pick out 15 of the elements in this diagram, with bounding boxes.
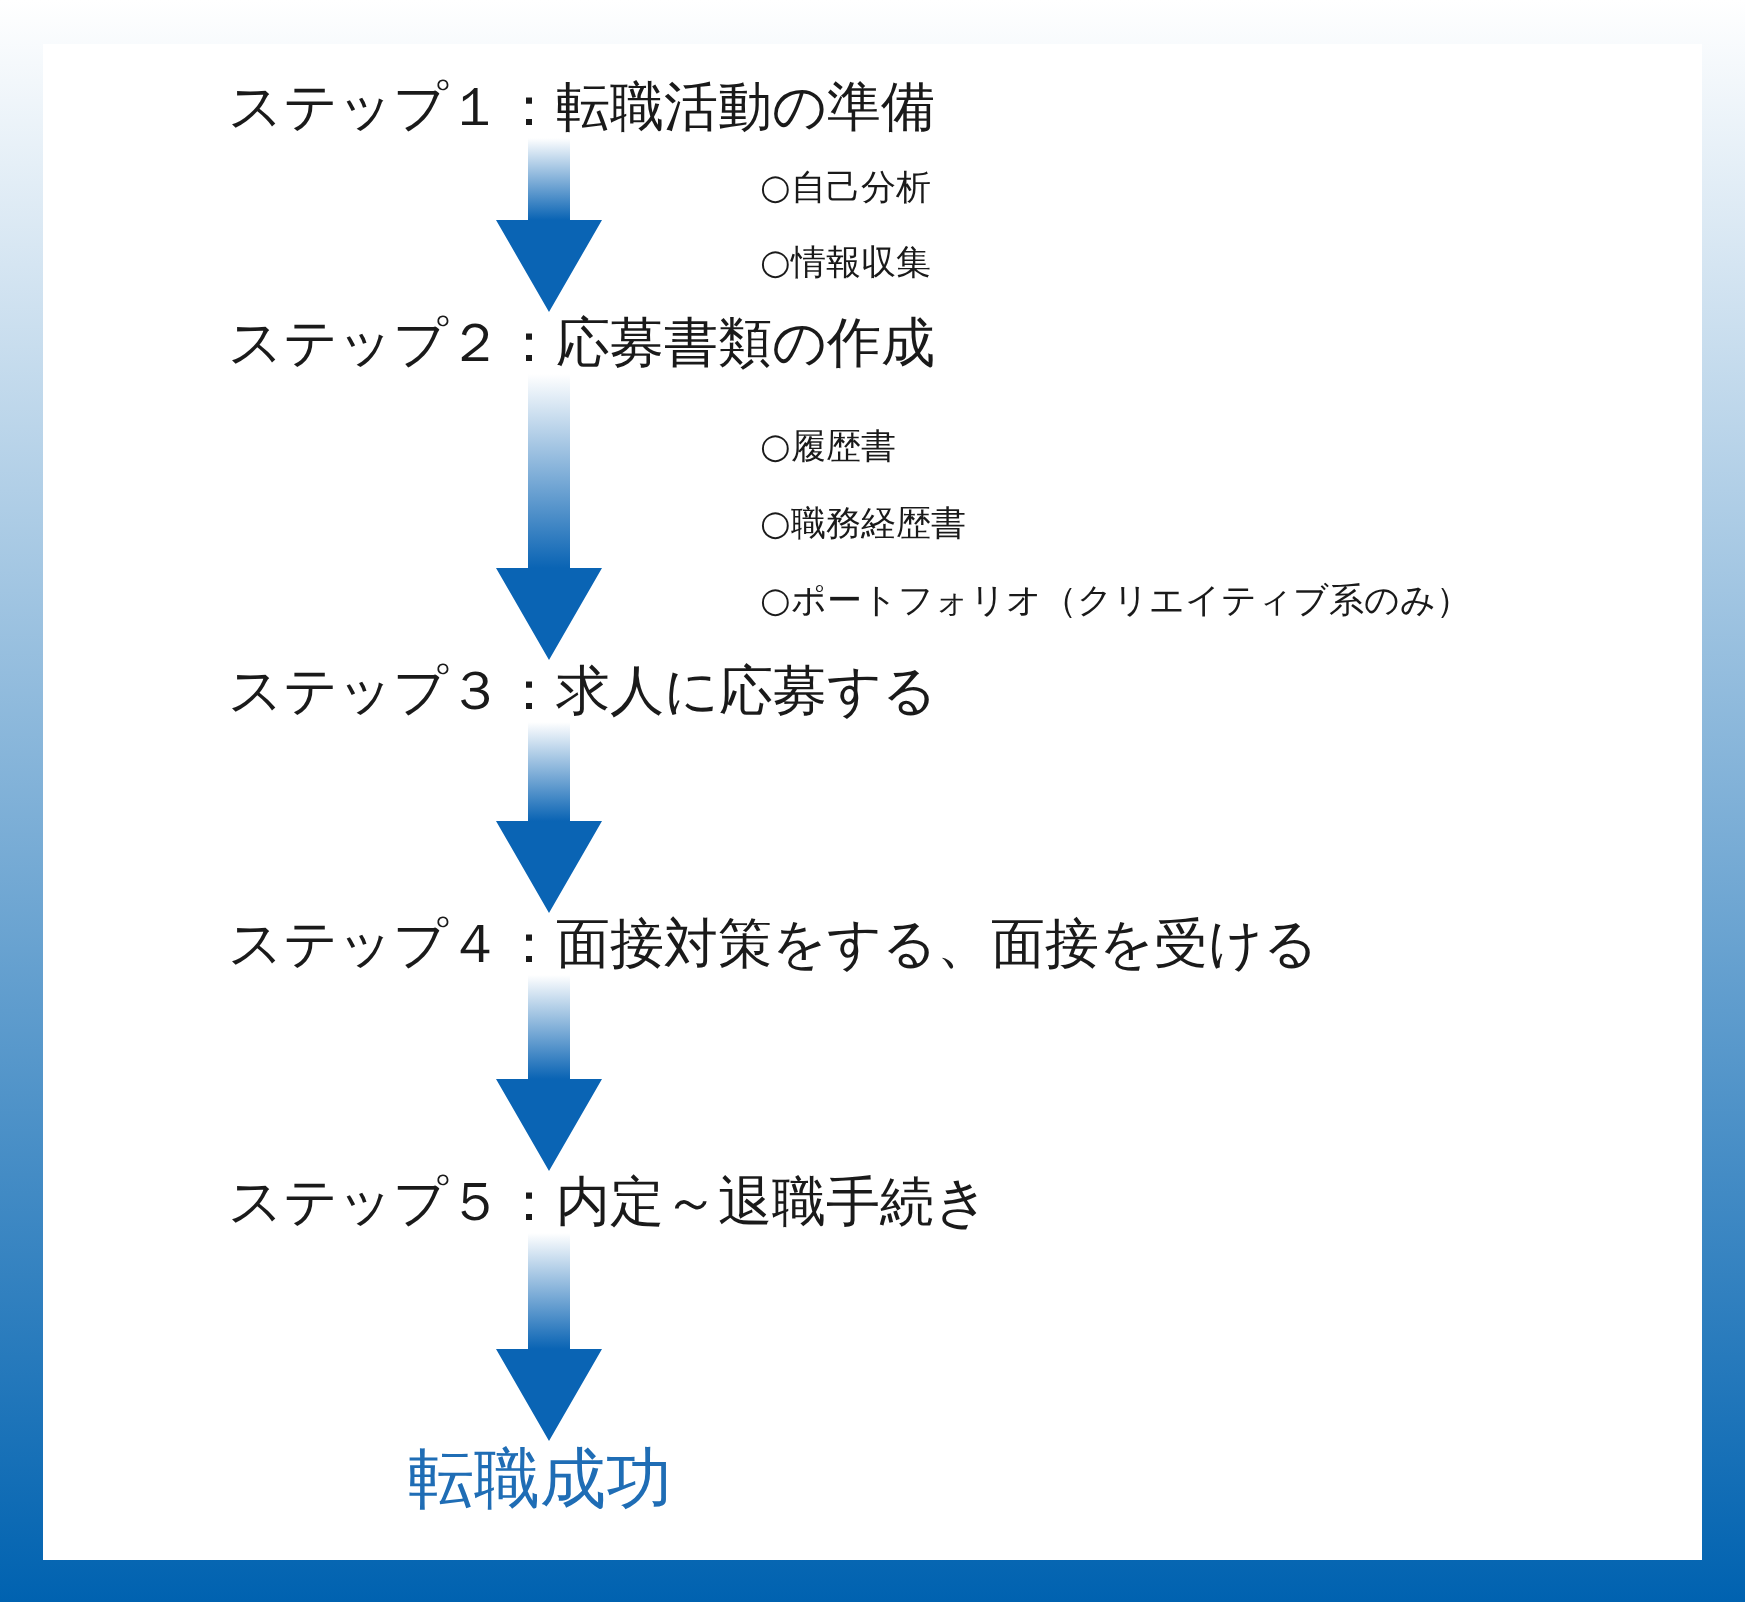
down-arrow bbox=[496, 722, 602, 913]
step-heading: ステップ４：面接対策をする、面接を受ける bbox=[228, 913, 1318, 976]
sub-item-text: ○履歴書 bbox=[760, 425, 896, 467]
step-heading: ステップ１：転職活動の準備 bbox=[228, 76, 935, 139]
sub-item-text: ○情報収集 bbox=[760, 241, 931, 283]
step-heading: ステップ３：求人に応募する bbox=[228, 660, 937, 723]
sub-item-text: ○自己分析 bbox=[760, 166, 931, 208]
sub-item-text: ○職務経歴書 bbox=[760, 502, 966, 544]
step-heading: ステップ２：応募書類の作成 bbox=[228, 312, 935, 375]
down-arrow bbox=[496, 1233, 602, 1441]
down-arrow bbox=[496, 975, 602, 1171]
down-arrow bbox=[496, 138, 602, 312]
step-heading: ステップ５：内定～退職手続き bbox=[228, 1171, 989, 1234]
result-text: 転職成功 bbox=[408, 1441, 672, 1517]
sub-item-text: ○ポートフォリオ（クリエイティブ系のみ） bbox=[760, 579, 1471, 621]
